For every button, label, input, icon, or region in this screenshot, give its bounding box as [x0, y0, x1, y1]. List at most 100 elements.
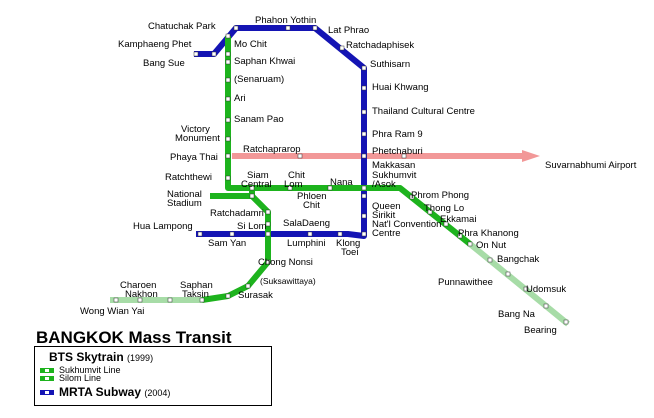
station-sanam-pao[interactable]: Sanam Pao: [234, 114, 284, 125]
station-marker[interactable]: [225, 117, 231, 123]
station-huai-khwang[interactable]: Huai Khwang: [372, 82, 429, 93]
station-sukhumvit-asok[interactable]: Sukhumvit/Asok: [372, 170, 417, 190]
station-marker[interactable]: [225, 59, 231, 65]
station-marker[interactable]: [167, 297, 173, 303]
station-bangchak[interactable]: Bangchak: [497, 254, 540, 265]
station-marker[interactable]: [307, 231, 313, 237]
station-punnawithee[interactable]: Punnawithee: [438, 277, 493, 288]
station-marker[interactable]: [361, 213, 367, 219]
station-marker[interactable]: [265, 231, 271, 237]
station-marker[interactable]: [457, 233, 463, 239]
station-phrom-phong[interactable]: Phrom Phong: [411, 190, 469, 201]
station-marker[interactable]: [287, 185, 293, 191]
station-marker[interactable]: [505, 271, 511, 277]
station-bearing[interactable]: Bearing: [524, 325, 557, 336]
station-bang-sue[interactable]: Bang Sue: [143, 58, 185, 69]
station-phahon-yothin[interactable]: Phahon Yothin: [255, 15, 316, 26]
station-ratchadaphisek[interactable]: Ratchadaphisek: [346, 40, 414, 51]
station-suvarnabhumi-airport[interactable]: Suvarnabhumi Airport: [545, 160, 637, 171]
station-marker[interactable]: [409, 194, 415, 200]
station-thailand-cultural-centre[interactable]: Thailand Cultural Centre: [372, 106, 475, 117]
station-marker[interactable]: [249, 193, 255, 199]
station-marker[interactable]: [225, 175, 231, 181]
station-phra-ram-9[interactable]: Phra Ram 9: [372, 129, 423, 140]
station-mo-chit[interactable]: Mo Chit: [234, 39, 267, 50]
station-marker[interactable]: [225, 136, 231, 142]
station-marker[interactable]: [233, 25, 239, 31]
station-marker[interactable]: [197, 231, 203, 237]
station-bang-na[interactable]: Bang Na: [498, 309, 536, 320]
station-suksawittaya[interactable]: (Suksawittaya): [260, 276, 316, 286]
station-marker[interactable]: [543, 303, 549, 309]
station-marker[interactable]: [339, 45, 345, 51]
station-marker[interactable]: [245, 283, 251, 289]
station-marker[interactable]: [249, 185, 255, 191]
station-marker[interactable]: [467, 241, 473, 247]
station-marker[interactable]: [225, 33, 231, 39]
station-marker[interactable]: [225, 293, 231, 299]
station-chatuchak-park[interactable]: Chatuchak Park: [148, 21, 216, 32]
station-sam-yan[interactable]: Sam Yan: [208, 238, 246, 249]
station-marker[interactable]: [113, 297, 119, 303]
station-ratchthewi[interactable]: Ratchthewi: [165, 172, 212, 183]
station-thong-lo[interactable]: Thong Lo: [424, 203, 464, 214]
station-chong-nonsi[interactable]: Chong Nonsi: [258, 257, 313, 268]
station-marker[interactable]: [312, 25, 318, 31]
station-marker[interactable]: [225, 153, 231, 159]
station-marker[interactable]: [225, 51, 231, 57]
station-marker[interactable]: [297, 153, 303, 159]
station-surasak[interactable]: Surasak: [238, 290, 273, 301]
station-on-nut[interactable]: On Nut: [476, 240, 506, 251]
station-makkasan[interactable]: Makkasan: [372, 160, 415, 171]
station-suthisarn[interactable]: Suthisarn: [370, 59, 410, 70]
station-marker[interactable]: [229, 231, 235, 237]
station-phra-khanong[interactable]: Phra Khanong: [458, 228, 519, 239]
station-marker[interactable]: [361, 109, 367, 115]
station-marker[interactable]: [337, 231, 343, 237]
station-marker[interactable]: [361, 85, 367, 91]
station-ekkamai[interactable]: Ekkamai: [440, 214, 476, 225]
station-marker[interactable]: [361, 193, 367, 199]
station-saphan-khwai[interactable]: Saphan Khwai: [234, 56, 295, 67]
station-marker[interactable]: [523, 286, 529, 292]
station-marker[interactable]: [487, 257, 493, 263]
station-lumphini[interactable]: Lumphini: [287, 238, 326, 249]
station-marker[interactable]: [225, 77, 231, 83]
station-marker[interactable]: [443, 221, 449, 227]
station-lat-phrao[interactable]: Lat Phrao: [328, 25, 369, 36]
station-marker[interactable]: [265, 259, 271, 265]
station-marker[interactable]: [401, 153, 407, 159]
station-saladaeng[interactable]: SalaDaeng: [283, 218, 330, 229]
station-marker[interactable]: [427, 209, 433, 215]
station-kamphaeng-phet[interactable]: Kamphaeng Phet: [118, 39, 192, 50]
station-marker[interactable]: [285, 25, 291, 31]
station-udomsuk[interactable]: Udomsuk: [526, 284, 566, 295]
station-marker[interactable]: [361, 153, 367, 159]
station-marker[interactable]: [193, 51, 199, 57]
station-phetchaburi[interactable]: Phetchaburi: [372, 146, 423, 157]
station-phaya-thai[interactable]: Phaya Thai: [170, 152, 218, 163]
station-marker[interactable]: [361, 131, 367, 137]
station-marker[interactable]: [211, 51, 217, 57]
station-senaruam[interactable]: (Senaruam): [234, 74, 284, 85]
station-ari[interactable]: Ari: [234, 93, 246, 104]
station-marker[interactable]: [327, 185, 333, 191]
station-hua-lampong[interactable]: Hua Lampong: [133, 221, 193, 232]
station-wong-wian-yai[interactable]: Wong Wian Yai: [80, 306, 144, 317]
station-marker[interactable]: [361, 65, 367, 71]
station-marker[interactable]: [361, 185, 367, 191]
station-marker[interactable]: [265, 221, 271, 227]
station-ratchadamri[interactable]: Ratchadamri: [210, 208, 264, 219]
station-nana[interactable]: Nana: [330, 177, 353, 188]
station-marker[interactable]: [265, 209, 271, 215]
station-marker[interactable]: [225, 96, 231, 102]
station-marker[interactable]: [563, 319, 569, 325]
